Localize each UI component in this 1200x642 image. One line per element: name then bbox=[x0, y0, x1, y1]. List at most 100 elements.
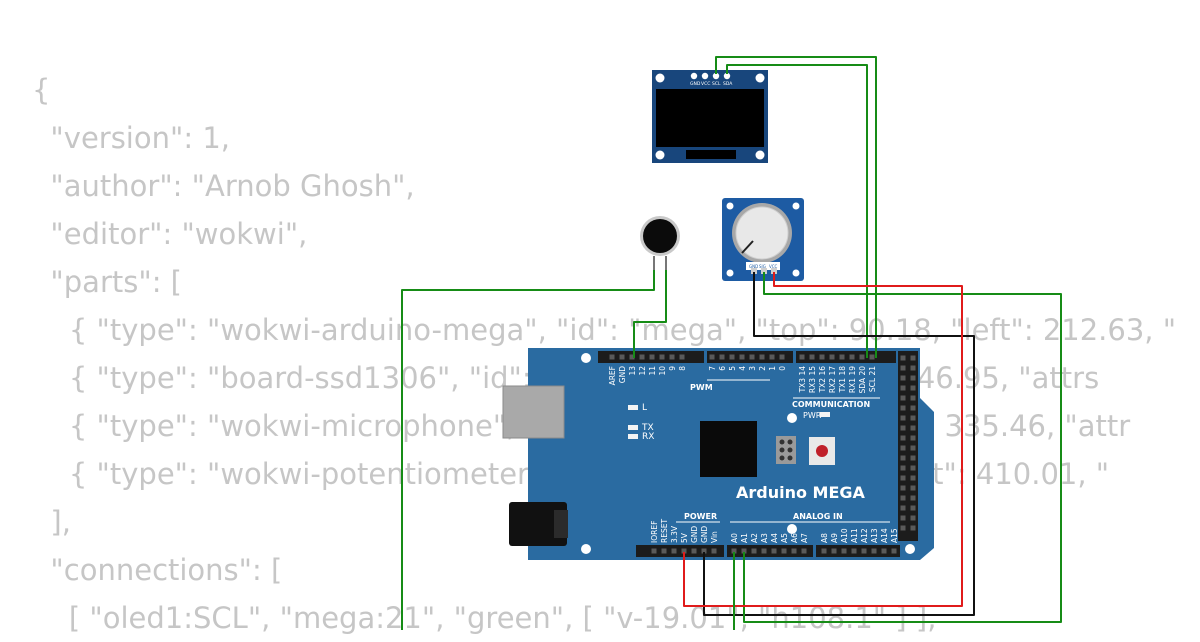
header-pin[interactable] bbox=[900, 425, 906, 431]
header-pin[interactable] bbox=[791, 548, 797, 554]
header-pin[interactable] bbox=[711, 548, 717, 554]
header-pin[interactable] bbox=[769, 354, 775, 360]
header-pin[interactable] bbox=[900, 365, 906, 371]
wire-oled-scl[interactable] bbox=[715, 56, 877, 358]
header-pin[interactable] bbox=[851, 548, 857, 554]
header-pin[interactable] bbox=[669, 354, 675, 360]
header-pin[interactable] bbox=[910, 495, 916, 501]
header-pin[interactable] bbox=[749, 354, 755, 360]
oled-ssd1306[interactable]: GND VCC SCL SDA bbox=[652, 70, 768, 163]
header-pin[interactable] bbox=[671, 548, 677, 554]
header-pin[interactable] bbox=[829, 354, 835, 360]
wire-mic-out[interactable] bbox=[401, 270, 655, 630]
header-pin[interactable] bbox=[910, 515, 916, 521]
header-pin[interactable] bbox=[900, 515, 906, 521]
wire-mic-gnd[interactable] bbox=[633, 270, 667, 358]
header-pin[interactable] bbox=[739, 354, 745, 360]
header-pin[interactable] bbox=[910, 395, 916, 401]
header-pin[interactable] bbox=[659, 354, 665, 360]
header-pin[interactable] bbox=[849, 354, 855, 360]
oled-pin-sda[interactable] bbox=[723, 72, 731, 80]
header-pin[interactable] bbox=[910, 445, 916, 451]
pot-pin-sig[interactable] bbox=[761, 268, 767, 274]
oled-pin-gnd[interactable] bbox=[690, 72, 698, 80]
header-pin[interactable] bbox=[910, 505, 916, 511]
header-pin[interactable] bbox=[691, 548, 697, 554]
wire-oled-sda[interactable] bbox=[726, 64, 868, 358]
arduino-mega-board[interactable]: L TX RX PWR Arduino MEGA PWM COMMUNICATI… bbox=[502, 348, 934, 560]
header-pin[interactable] bbox=[759, 354, 765, 360]
header-pin[interactable] bbox=[900, 355, 906, 361]
header-pin[interactable] bbox=[910, 525, 916, 531]
header-pin[interactable] bbox=[900, 405, 906, 411]
header-pin[interactable] bbox=[900, 505, 906, 511]
pot-pin-vcc[interactable] bbox=[771, 268, 777, 274]
header-pin[interactable] bbox=[729, 354, 735, 360]
header-pin[interactable] bbox=[910, 475, 916, 481]
header-pin[interactable] bbox=[910, 415, 916, 421]
wire-pot-gnd[interactable] bbox=[703, 272, 975, 616]
header-pin[interactable] bbox=[719, 354, 725, 360]
header-pin[interactable] bbox=[639, 354, 645, 360]
header-pin[interactable] bbox=[910, 385, 916, 391]
header-pin[interactable] bbox=[651, 548, 657, 554]
oled-pin-vcc[interactable] bbox=[701, 72, 709, 80]
header-pin[interactable] bbox=[900, 385, 906, 391]
header-pin[interactable] bbox=[679, 354, 685, 360]
header-pin[interactable] bbox=[809, 354, 815, 360]
header-pin[interactable] bbox=[910, 405, 916, 411]
header-pin[interactable] bbox=[819, 354, 825, 360]
header-pin[interactable] bbox=[900, 465, 906, 471]
header-pin[interactable] bbox=[910, 455, 916, 461]
header-pin[interactable] bbox=[681, 548, 687, 554]
header-pin[interactable] bbox=[910, 425, 916, 431]
header-pin[interactable] bbox=[859, 354, 865, 360]
header-pin[interactable] bbox=[900, 485, 906, 491]
potentiometer[interactable]: GND SIG VCC bbox=[722, 198, 804, 281]
header-pin[interactable] bbox=[661, 548, 667, 554]
header-pin[interactable] bbox=[649, 354, 655, 360]
header-pin[interactable] bbox=[821, 548, 827, 554]
header-pin[interactable] bbox=[900, 525, 906, 531]
header-pin[interactable] bbox=[900, 375, 906, 381]
header-pin[interactable] bbox=[839, 354, 845, 360]
header-pin[interactable] bbox=[779, 354, 785, 360]
header-pin[interactable] bbox=[629, 354, 635, 360]
header-pin[interactable] bbox=[741, 548, 747, 554]
header-pin[interactable] bbox=[771, 548, 777, 554]
header-pin[interactable] bbox=[731, 548, 737, 554]
header-pin[interactable] bbox=[871, 548, 877, 554]
header-pin[interactable] bbox=[910, 365, 916, 371]
header-pin[interactable] bbox=[701, 548, 707, 554]
header-pin[interactable] bbox=[799, 354, 805, 360]
header-pin[interactable] bbox=[831, 548, 837, 554]
header-pin[interactable] bbox=[900, 495, 906, 501]
header-pin[interactable] bbox=[910, 355, 916, 361]
reset-button-cap[interactable] bbox=[816, 445, 828, 457]
wire-pot-sig[interactable] bbox=[743, 272, 1062, 623]
header-pin[interactable] bbox=[910, 485, 916, 491]
wire-pot-vcc[interactable] bbox=[683, 272, 963, 607]
header-pin[interactable] bbox=[900, 415, 906, 421]
header-pin[interactable] bbox=[761, 548, 767, 554]
header-pin[interactable] bbox=[861, 548, 867, 554]
oled-pin-scl[interactable] bbox=[712, 72, 720, 80]
header-pin[interactable] bbox=[910, 375, 916, 381]
header-pin[interactable] bbox=[910, 465, 916, 471]
header-pin[interactable] bbox=[900, 455, 906, 461]
pot-pin-gnd[interactable] bbox=[751, 268, 757, 274]
header-pin[interactable] bbox=[900, 395, 906, 401]
header-pin[interactable] bbox=[910, 435, 916, 441]
header-pin[interactable] bbox=[751, 548, 757, 554]
header-pin[interactable] bbox=[891, 548, 897, 554]
header-pin[interactable] bbox=[609, 354, 615, 360]
header-pin[interactable] bbox=[881, 548, 887, 554]
header-pin[interactable] bbox=[709, 354, 715, 360]
header-pin[interactable] bbox=[619, 354, 625, 360]
header-pin[interactable] bbox=[900, 435, 906, 441]
header-pin[interactable] bbox=[841, 548, 847, 554]
header-pin[interactable] bbox=[781, 548, 787, 554]
header-pin[interactable] bbox=[801, 548, 807, 554]
header-pin[interactable] bbox=[900, 445, 906, 451]
header-pin[interactable] bbox=[869, 354, 875, 360]
